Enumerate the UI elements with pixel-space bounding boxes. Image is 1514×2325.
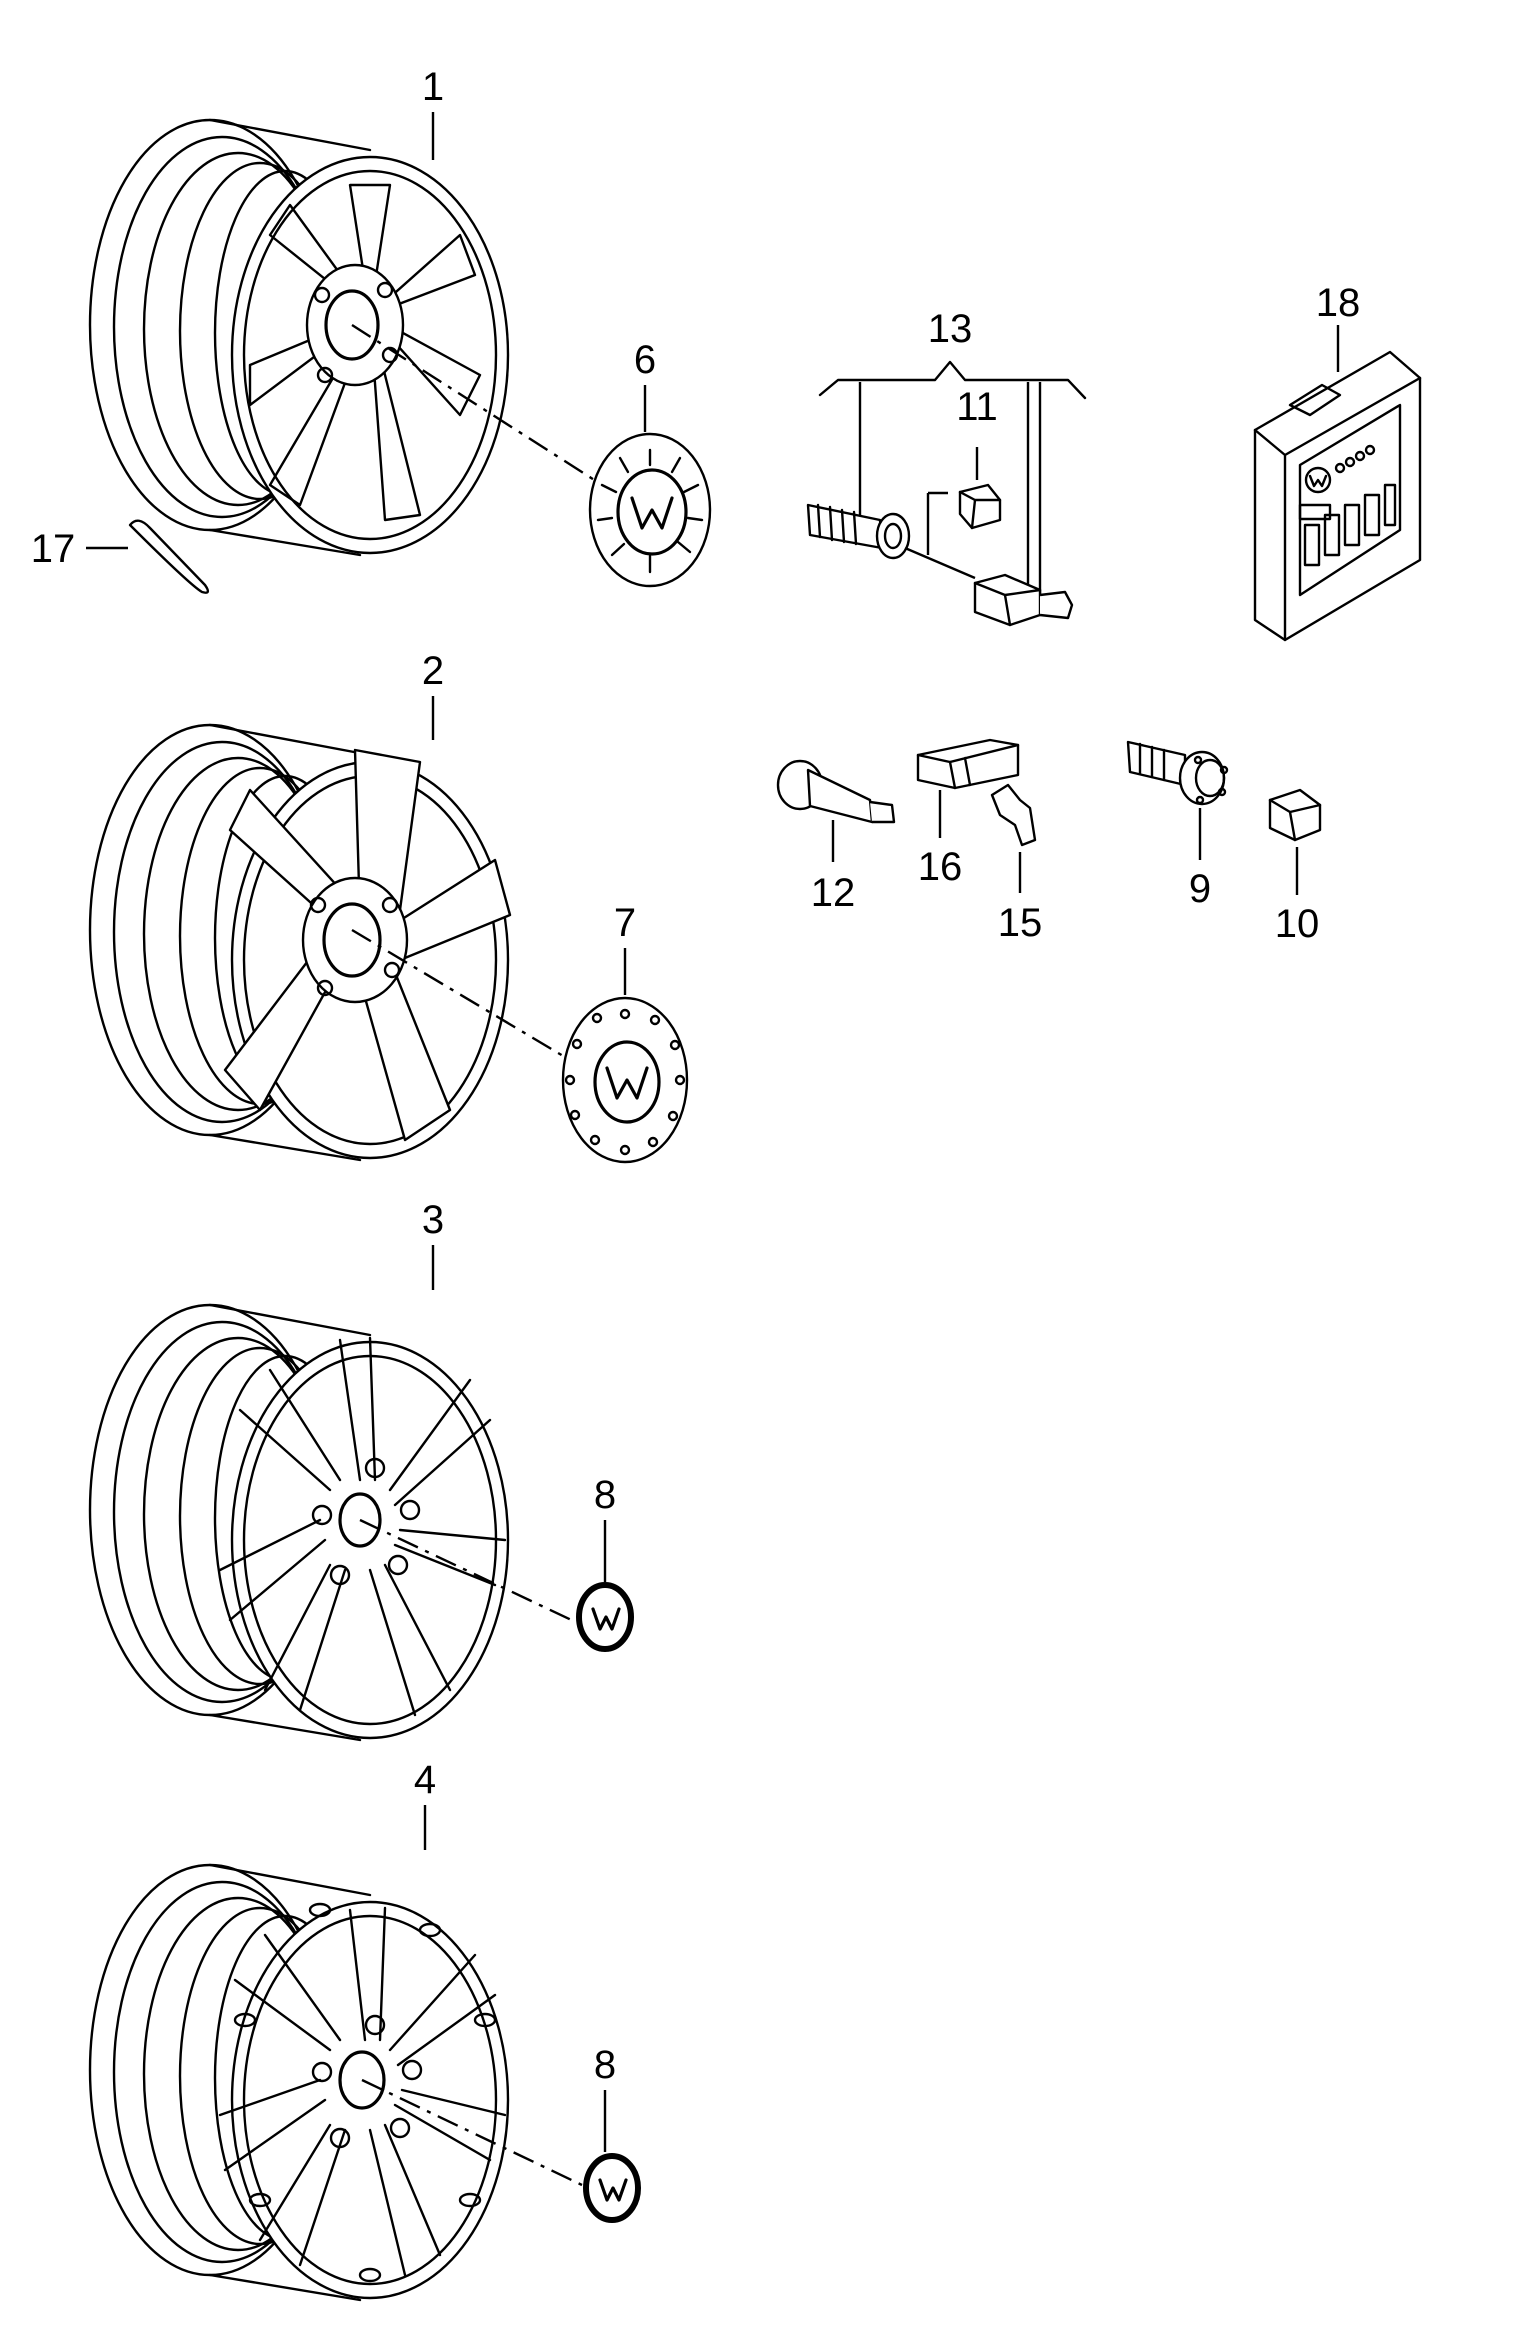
callout-18: 18 [1316, 281, 1361, 325]
callout-8b: 8 [594, 2043, 616, 2087]
wheel-2-diagram [88, 723, 512, 1162]
callout-16: 16 [918, 845, 963, 889]
callout-2: 2 [422, 649, 444, 693]
balance-weight-17 [128, 519, 210, 594]
callout-12: 12 [811, 871, 856, 915]
lock-key-13 [973, 573, 1074, 627]
callout-11: 11 [956, 385, 998, 429]
callout-10: 10 [1275, 902, 1320, 946]
wheel-bolt-9 [1126, 740, 1229, 806]
bolt-cap-10 [1268, 788, 1322, 842]
callout-3: 3 [422, 1198, 444, 1242]
hub-cap-7 [561, 996, 689, 1164]
callout-15: 15 [998, 901, 1043, 945]
callout-1: 1 [422, 65, 444, 109]
lock-bolt-13 [806, 503, 911, 560]
wheel-1-diagram [88, 118, 510, 557]
callout-9: 9 [1189, 867, 1211, 911]
lock-set-package-18 [1253, 350, 1422, 642]
callout-6: 6 [634, 338, 656, 382]
wheel-3-diagram [88, 1303, 510, 1742]
callout-17: 17 [31, 527, 76, 571]
callout-7: 7 [614, 901, 636, 945]
callout-13: 13 [928, 307, 973, 351]
center-cap-8b [583, 2153, 641, 2223]
hub-cap-6 [588, 432, 712, 588]
callout-4: 4 [414, 1758, 436, 1802]
tire-valve-12 [776, 759, 896, 824]
callout-labels: 1 2 3 4 6 7 8 8 9 10 11 12 13 15 16 17 1… [31, 65, 1361, 2087]
valve-clip-15 [990, 783, 1037, 847]
callout-8a: 8 [594, 1473, 616, 1517]
wheel-4-diagram [88, 1863, 510, 2302]
center-cap-8a [576, 1582, 634, 1652]
lock-cap-11 [958, 483, 1002, 530]
tpms-sensor-16 [916, 738, 1020, 790]
leader-lines [86, 112, 647, 2152]
bracket-13 [818, 360, 1087, 605]
